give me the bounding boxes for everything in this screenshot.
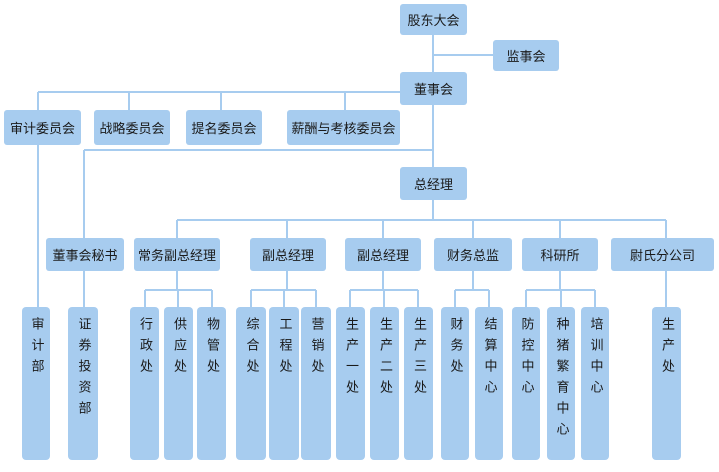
research-institute-label: 科研所 bbox=[540, 249, 580, 264]
strategy-committee-box: 战略委员会 bbox=[94, 110, 170, 145]
property-office-label: 物管处 bbox=[204, 317, 219, 380]
supervisory-board-box: 监事会 bbox=[493, 40, 559, 71]
admin-office-box: 行政处 bbox=[130, 307, 159, 460]
finance-director-box: 财务总监 bbox=[434, 238, 512, 271]
deputy-gm-1-label: 副总经理 bbox=[261, 249, 314, 264]
supply-office-box: 供应处 bbox=[164, 307, 193, 460]
research-institute-box: 科研所 bbox=[522, 238, 598, 271]
production-office-1-box: 生产一处 bbox=[336, 307, 365, 460]
board-of-directors-box: 董事会 bbox=[400, 72, 467, 105]
production-office-1-label: 生产一处 bbox=[343, 317, 358, 401]
general-manager-box: 总经理 bbox=[400, 167, 467, 200]
settlement-center-box: 结算中心 bbox=[475, 307, 503, 460]
production-office-2-label: 生产二处 bbox=[377, 317, 392, 401]
deputy-gm-2-label: 副总经理 bbox=[356, 249, 409, 264]
nomination-committee-label: 提名委员会 bbox=[191, 122, 257, 137]
finance-office-label: 财务处 bbox=[447, 317, 463, 380]
admin-office-label: 行政处 bbox=[137, 317, 152, 380]
weishi-branch-label: 尉氏分公司 bbox=[629, 249, 695, 264]
executive-deputy-gm-box: 常务副总经理 bbox=[134, 238, 220, 271]
prevention-center-label: 防控中心 bbox=[518, 317, 534, 401]
securities-dept-label: 证券投资部 bbox=[75, 317, 91, 422]
branch-production-office-box: 生产处 bbox=[652, 307, 681, 460]
compensation-committee-box: 薪酬与考核委员会 bbox=[287, 110, 400, 145]
general-office-box: 综合处 bbox=[236, 307, 266, 460]
general-office-label: 综合处 bbox=[243, 317, 259, 380]
engineering-office-box: 工程处 bbox=[269, 307, 299, 460]
training-center-box: 培训中心 bbox=[581, 307, 609, 460]
deputy-gm-2-box: 副总经理 bbox=[345, 238, 421, 271]
production-office-3-label: 生产三处 bbox=[411, 317, 426, 401]
production-office-2-box: 生产二处 bbox=[370, 307, 399, 460]
compensation-committee-label: 薪酬与考核委员会 bbox=[291, 122, 396, 137]
training-center-label: 培训中心 bbox=[587, 317, 603, 401]
prevention-center-box: 防控中心 bbox=[512, 307, 540, 460]
finance-office-box: 财务处 bbox=[441, 307, 469, 460]
production-office-3-box: 生产三处 bbox=[404, 307, 433, 460]
branch-production-office-label: 生产处 bbox=[659, 317, 674, 380]
deputy-gm-1-box: 副总经理 bbox=[250, 238, 326, 271]
supply-office-label: 供应处 bbox=[171, 317, 186, 380]
nomination-committee-box: 提名委员会 bbox=[186, 110, 262, 145]
marketing-office-label: 营销处 bbox=[308, 317, 324, 380]
securities-dept-box: 证券投资部 bbox=[68, 307, 98, 460]
strategy-committee-label: 战略委员会 bbox=[99, 122, 165, 137]
settlement-center-label: 结算中心 bbox=[481, 317, 497, 401]
marketing-office-box: 营销处 bbox=[301, 307, 331, 460]
engineering-office-label: 工程处 bbox=[276, 317, 292, 380]
executive-deputy-gm-label: 常务副总经理 bbox=[137, 249, 216, 264]
audit-committee-box: 审计委员会 bbox=[4, 110, 81, 145]
breeding-center-label: 种猪繁育中心 bbox=[553, 317, 569, 443]
board-of-directors-label: 董事会 bbox=[413, 83, 453, 98]
supervisory-board-label: 监事会 bbox=[506, 50, 546, 65]
breeding-center-box: 种猪繁育中心 bbox=[547, 307, 575, 460]
weishi-branch-box: 尉氏分公司 bbox=[611, 238, 714, 271]
shareholders-meeting-box: 股东大会 bbox=[400, 4, 467, 35]
board-secretary-label: 董事会秘书 bbox=[52, 249, 118, 264]
shareholders-meeting-label: 股东大会 bbox=[407, 14, 460, 29]
board-secretary-box: 董事会秘书 bbox=[46, 238, 124, 271]
audit-dept-label: 审计部 bbox=[28, 317, 44, 380]
property-office-box: 物管处 bbox=[197, 307, 226, 460]
finance-director-label: 财务总监 bbox=[446, 249, 499, 264]
audit-committee-label: 审计委员会 bbox=[9, 122, 75, 137]
audit-dept-box: 审计部 bbox=[22, 307, 50, 460]
general-manager-label: 总经理 bbox=[413, 178, 453, 193]
